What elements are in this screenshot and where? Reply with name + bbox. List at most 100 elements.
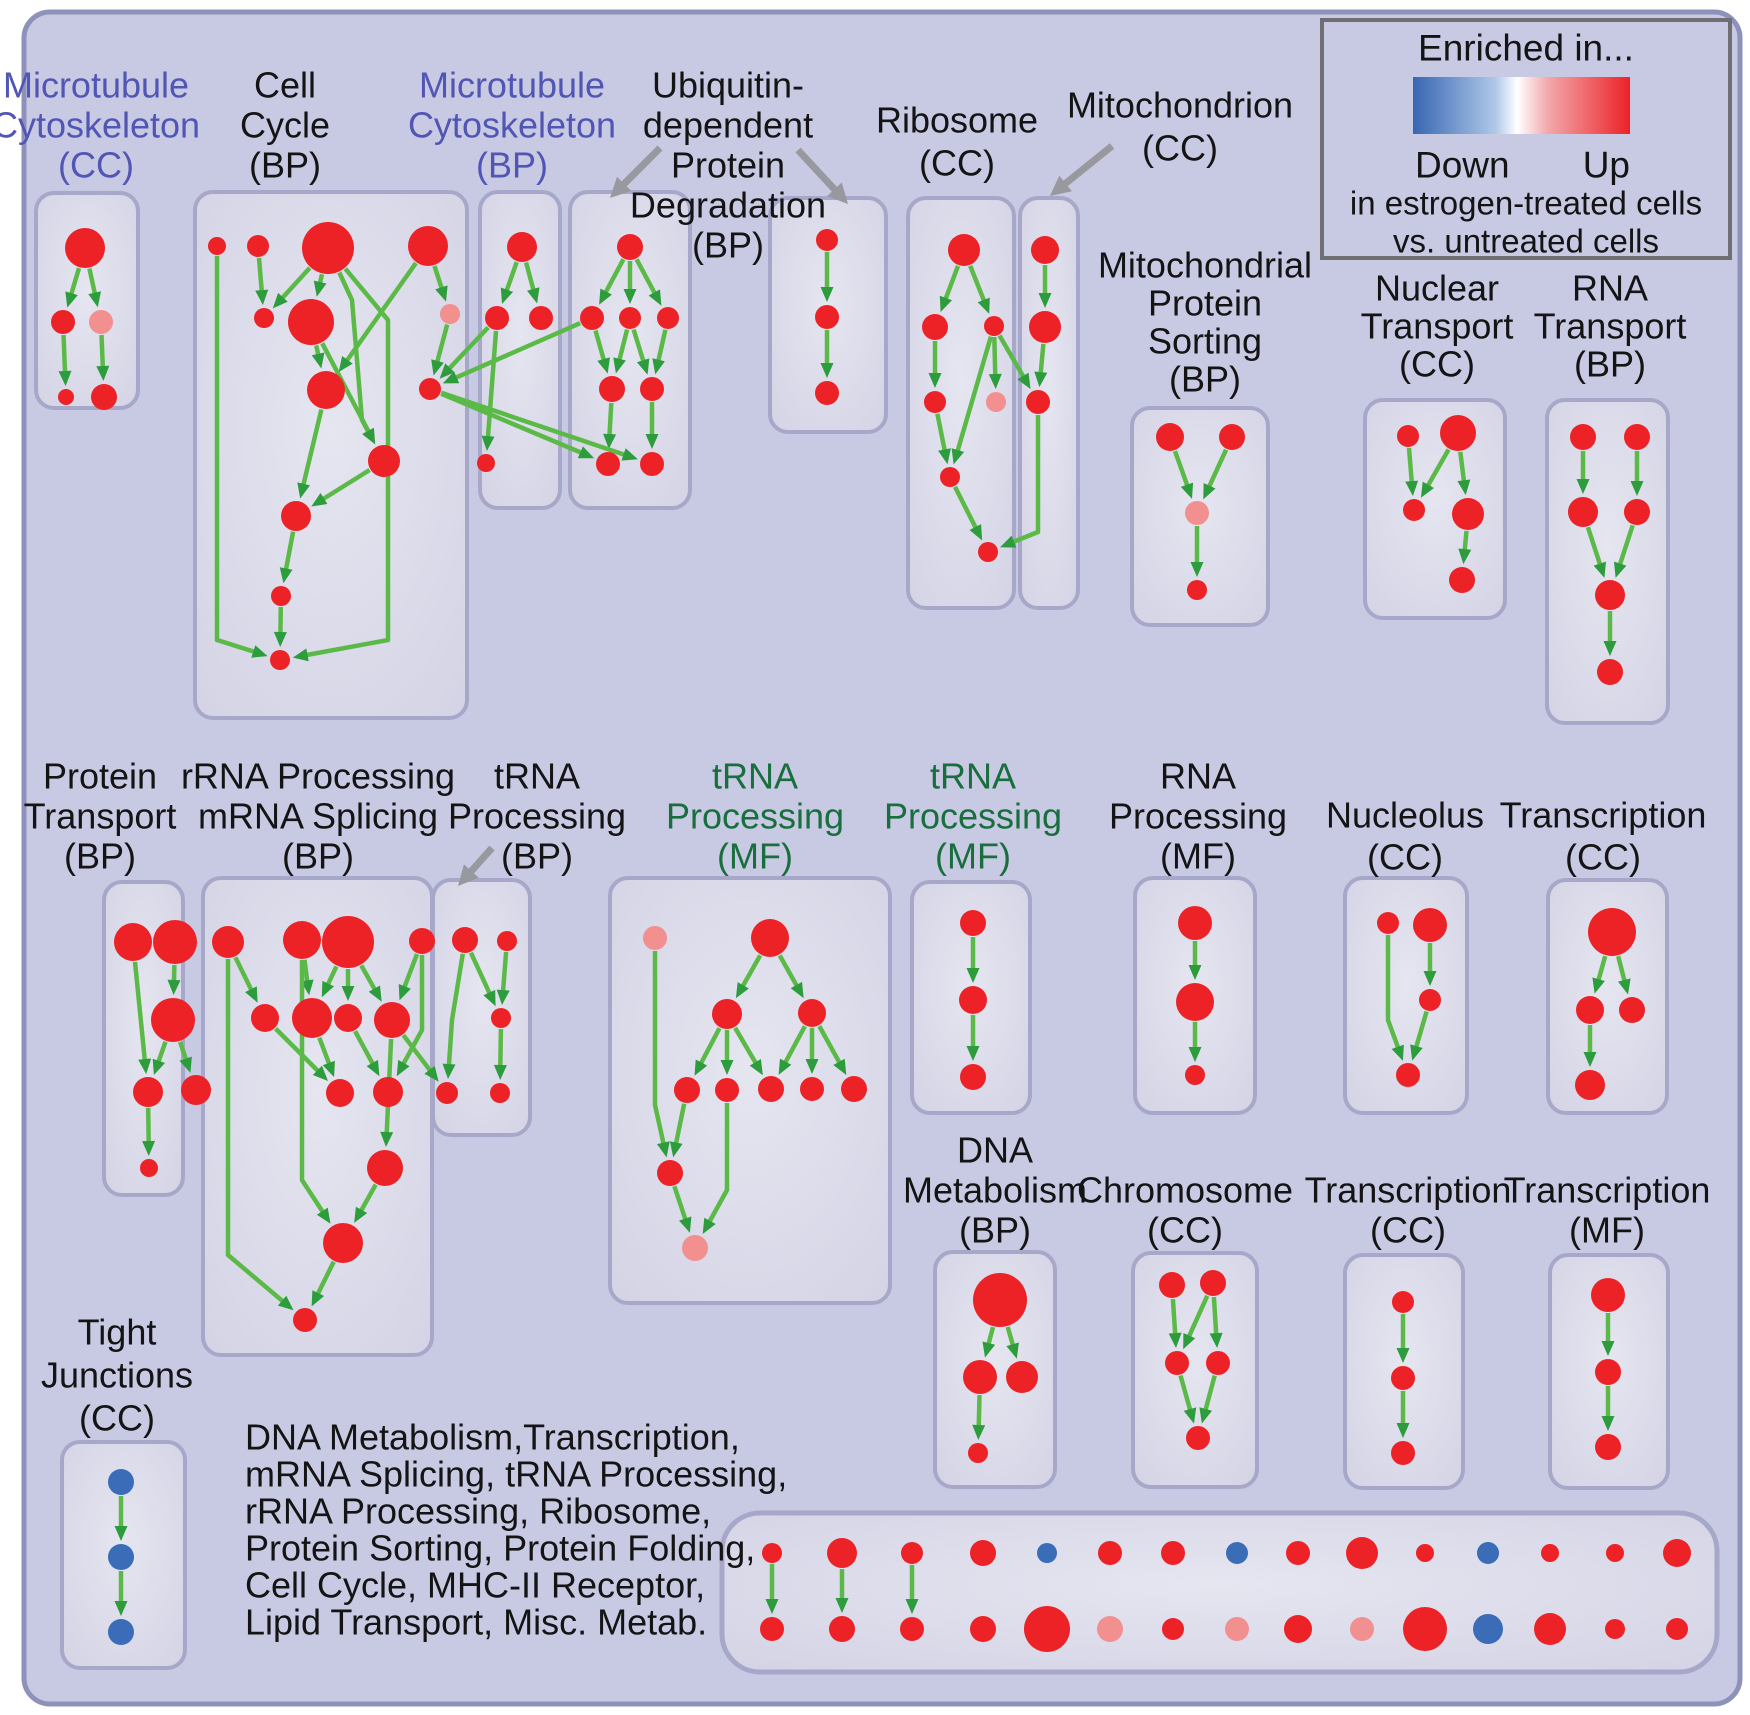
go-node-trna-mf1-1 <box>751 919 789 957</box>
go-node-ubiq1-1 <box>580 306 604 330</box>
edge-strip-arrowhead <box>835 1598 849 1613</box>
edge-rna-transport-arrowhead <box>1630 481 1644 496</box>
edge-ribosome-arrowhead <box>951 448 965 465</box>
go-node-mt-cc-3 <box>58 389 74 405</box>
cluster-label-transcription-cc1-line1: (CC) <box>1565 837 1641 878</box>
edge-trna-mf1 <box>777 954 800 989</box>
label-pointer-arrow-2 <box>1061 143 1115 188</box>
edge-transcription-cc1-arrowhead <box>1618 978 1631 995</box>
cluster-label-nuclear-transport-line1: Transport <box>1361 306 1514 347</box>
strip-node-bottom-12 <box>1534 1613 1566 1645</box>
edge-ubiq1-arrowhead <box>597 357 610 374</box>
go-node-trna-mf1-8 <box>841 1076 867 1102</box>
edge-dna-met <box>1005 1326 1016 1348</box>
edge-ribosome-arrowhead <box>977 297 990 314</box>
edge-cell-cycle <box>320 468 371 503</box>
edge-mito-sort-arrowhead <box>1180 482 1194 499</box>
edge-trna-mf1-arrowhead <box>694 1059 708 1076</box>
edge-rrna <box>358 1183 378 1214</box>
go-node-chromosome-4 <box>1186 1426 1210 1450</box>
go-node-transcription-mf-2 <box>1595 1434 1621 1460</box>
go-node-transcription-cc1-3 <box>1575 1070 1605 1100</box>
edge-trna-mf1-arrowhead <box>749 1059 763 1076</box>
cluster-label-cell-cycle-line2: (BP) <box>249 145 321 186</box>
go-node-chromosome-0 <box>1159 1272 1185 1298</box>
go-node-dna-met-2 <box>1006 1361 1038 1393</box>
edge-cross-arrowhead <box>424 1065 439 1082</box>
edge-mt-cc <box>87 268 98 297</box>
strip-node-top-9 <box>1346 1537 1378 1569</box>
edge-ubiq2-arrowhead <box>820 363 834 378</box>
go-node-cell-cycle-10 <box>281 501 311 531</box>
edge-chromosome <box>1170 1298 1178 1337</box>
edge-protein-transport-arrowhead <box>138 1058 152 1075</box>
cluster-label-trna-bp-line2: (BP) <box>501 836 573 877</box>
cluster-label-rrna-line1: mRNA Splicing <box>198 796 438 837</box>
edge-transcription-mf-arrowhead <box>1601 1341 1615 1356</box>
strip-node-bottom-1 <box>829 1616 855 1642</box>
label-pointer-arrowhead-1 <box>827 182 848 204</box>
edge-cell-cycle-arrowhead <box>255 289 269 305</box>
cluster-label-protein-transport-line1: Transport <box>24 796 177 837</box>
edge-dna-met-arrowhead <box>982 1341 996 1358</box>
edge-tight-junctions-arrowhead <box>114 1601 128 1616</box>
edge-mito-sort-arrowhead <box>1190 562 1204 577</box>
label-pointer-arrow-0 <box>620 145 663 188</box>
go-node-chromosome-3 <box>1206 1351 1230 1375</box>
cluster-label-protein-transport-line0: Protein <box>43 756 157 797</box>
go-node-cell-cycle-1 <box>247 235 269 257</box>
edge-ribosome <box>942 265 961 302</box>
label-pointer-arrow-1 <box>795 147 839 194</box>
edge-rrna-arrowhead <box>398 984 411 1001</box>
edge-rrna-arrowhead <box>380 1131 394 1147</box>
go-node-nucleolus-0 <box>1377 912 1399 934</box>
edge-nuclear-transport <box>1406 447 1415 485</box>
edge-cell-cycle <box>283 531 296 572</box>
edge-cross <box>446 325 490 372</box>
edge-cell-cycle <box>256 257 265 294</box>
go-node-cell-cycle-2 <box>302 222 354 274</box>
go-node-rna-transport-1 <box>1624 424 1650 450</box>
go-node-trna-mf1-9 <box>657 1160 683 1186</box>
cluster-label-mt-bp-line1: Cytoskeleton <box>408 105 616 146</box>
strip-node-top-12 <box>1541 1544 1559 1562</box>
edge-cell-cycle <box>432 265 445 291</box>
edge-trna-bp <box>498 1028 504 1069</box>
misc-list-line-3: Protein Sorting, Protein Folding, <box>245 1528 755 1569</box>
cluster-label-ubiq1-line4: (BP) <box>692 225 764 266</box>
go-node-trna-mf1-2 <box>712 999 742 1029</box>
go-node-mt-bp-1 <box>485 306 509 330</box>
edge-cell-cycle <box>343 261 418 364</box>
edge-ribosome <box>952 485 979 531</box>
go-node-cell-cycle-3 <box>408 226 448 266</box>
strip-node-bottom-2 <box>900 1617 924 1641</box>
edge-rrna-arrowhead <box>354 1206 368 1223</box>
edge-nuclear-transport <box>1424 448 1451 489</box>
edge-mt-bp-arrowhead <box>481 435 495 451</box>
edge-transcription-mf-arrowhead <box>1601 1416 1615 1431</box>
go-node-protein-transport-3 <box>133 1077 163 1107</box>
go-node-ribosome-4 <box>986 392 1006 412</box>
edge-rrna <box>359 964 378 993</box>
strip-node-top-2 <box>901 1542 923 1564</box>
edge-mt-bp <box>503 261 519 294</box>
edge-trna-mf1-arrowhead <box>669 1141 683 1158</box>
edge-chromosome <box>1211 1296 1219 1337</box>
edge-rrna <box>274 1027 322 1075</box>
edge-rrna-arrowhead <box>322 1060 335 1078</box>
go-node-ribosome-5 <box>940 467 960 487</box>
go-node-nucleolus-3 <box>1396 1063 1420 1087</box>
edge-strip-arrowhead <box>765 1599 779 1614</box>
go-node-mito-cc-0 <box>1031 236 1059 264</box>
go-node-transcription-mf-1 <box>1595 1359 1621 1385</box>
misc-list-line-4: Cell Cycle, MHC-II Receptor, <box>245 1565 705 1606</box>
go-node-mt-bp-3 <box>477 454 495 472</box>
edge-ribosome-arrowhead <box>988 373 1002 389</box>
edge-ubiq2-arrowhead <box>820 287 834 302</box>
go-node-rna-transport-5 <box>1597 659 1623 685</box>
go-node-protein-transport-2 <box>151 998 195 1042</box>
edge-mt-cc <box>61 334 68 375</box>
go-node-dna-met-1 <box>963 1360 997 1394</box>
go-node-ribosome-6 <box>978 542 998 562</box>
edge-cell-cycle <box>300 408 324 488</box>
